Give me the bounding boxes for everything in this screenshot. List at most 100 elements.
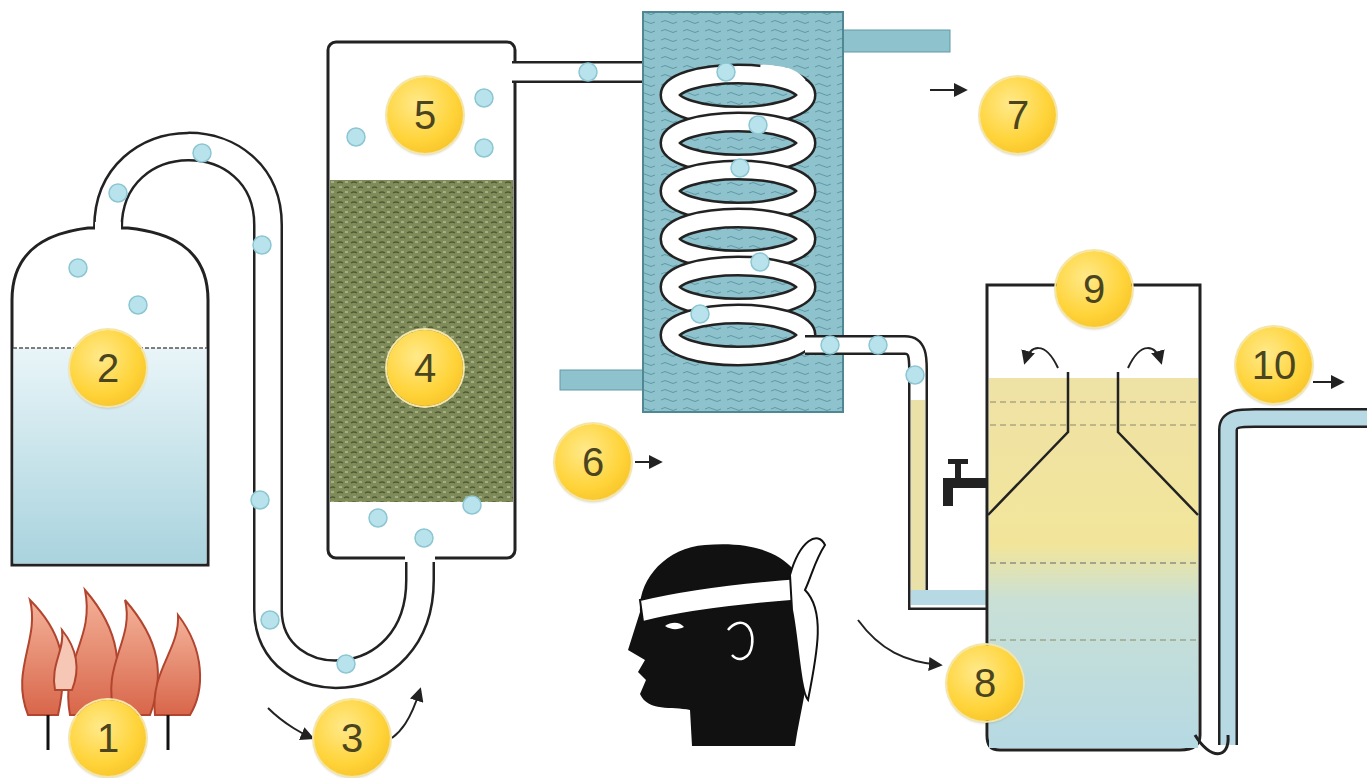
illustration-part	[635, 461, 660, 463]
vapour-bubble	[69, 259, 87, 277]
illustration-part	[111, 600, 158, 715]
illustration-part	[47, 715, 50, 750]
illustration-part	[640, 578, 803, 622]
overflow-arrows	[1025, 348, 1161, 368]
flames	[22, 590, 200, 715]
illustration-part	[154, 615, 200, 715]
flow-arrows	[268, 90, 1342, 738]
callout-text: 3	[341, 718, 363, 758]
moor-head	[628, 538, 825, 746]
callout-number: 4	[387, 330, 463, 406]
hydrolat-pipe-inner	[1228, 418, 1367, 745]
illustration-part	[1128, 348, 1161, 368]
callout-text: 7	[1007, 95, 1029, 135]
vapour-bubble	[731, 159, 749, 177]
illustration-part	[665, 623, 684, 629]
separator-bend	[1195, 735, 1228, 754]
vapour-bubble	[369, 509, 387, 527]
illustration-part	[858, 620, 940, 665]
callout-text: 1	[97, 718, 119, 758]
callout-number: 8	[947, 645, 1023, 721]
vapour-bubble	[475, 89, 493, 107]
coil-turn-inner	[670, 314, 806, 356]
coil-turn	[670, 314, 806, 356]
vapour-bubble	[579, 63, 597, 81]
callout-text: 8	[974, 663, 996, 703]
vapour-bubble	[193, 144, 211, 162]
distillate-pipe-inner	[805, 345, 992, 600]
callout-number: 6	[555, 424, 631, 500]
column-packing	[330, 180, 513, 502]
coil-turn-inner	[670, 122, 806, 164]
callout-text: 2	[97, 348, 119, 388]
tap	[943, 459, 987, 506]
illustration-part	[1025, 348, 1058, 368]
illustration-part	[990, 425, 1196, 426]
distillate-water	[911, 590, 991, 605]
boiler	[12, 228, 208, 565]
coil-turn	[670, 218, 806, 260]
vapour-bubble	[129, 296, 147, 314]
vapour-bubbles	[69, 63, 924, 673]
vapour-bubble	[821, 336, 839, 354]
vapour-bubble	[261, 611, 279, 629]
distillate-pipe	[805, 345, 990, 600]
callout-number: 1	[70, 700, 146, 776]
illustration-part	[955, 462, 961, 480]
vapour-bubble	[463, 496, 481, 514]
callout-number: 7	[980, 77, 1056, 153]
illustration-part	[990, 563, 1196, 564]
callout-number: 9	[1056, 251, 1132, 327]
column	[328, 42, 515, 558]
callout-number: 10	[1236, 327, 1312, 403]
callout-text: 4	[414, 348, 436, 388]
callout-text: 10	[1252, 345, 1297, 385]
boiler-water	[14, 348, 207, 564]
vapour-pipe-top-inner	[510, 64, 760, 81]
vapour-bubble	[109, 184, 127, 202]
illustration-part	[1313, 381, 1342, 383]
vapour-bubble	[251, 491, 269, 509]
separator-funnel	[988, 372, 1198, 515]
illustration-part	[54, 630, 77, 690]
illustration-part	[268, 708, 312, 738]
vapour-bubble	[475, 139, 493, 157]
illustration-part	[990, 402, 1196, 403]
illustration-part	[930, 89, 965, 91]
column-inlet	[405, 554, 435, 562]
vapour-bubble	[337, 655, 355, 673]
coil-entry	[760, 72, 800, 85]
illustration-part	[943, 478, 953, 506]
callout-number: 5	[387, 77, 463, 153]
callout-text: 5	[414, 95, 436, 135]
illustration-part	[167, 715, 170, 750]
vapour-bubble	[415, 529, 433, 547]
separator-layers	[990, 402, 1196, 640]
vapour-bubble	[717, 63, 735, 81]
condenser-coil	[670, 72, 815, 356]
vapour-bubble	[869, 336, 887, 354]
hydrolat-pipe	[1228, 418, 1367, 745]
distillate-fill	[911, 400, 925, 605]
illustration-part	[68, 590, 117, 715]
coil-turn	[670, 266, 806, 308]
illustration-part	[728, 623, 752, 659]
vapour-bubble	[751, 253, 769, 271]
water-inlet	[560, 370, 650, 390]
coil-turn-inner	[670, 266, 806, 308]
callout-text: 6	[582, 442, 604, 482]
vapour-bubble	[749, 116, 767, 134]
illustration-part	[948, 459, 968, 464]
water-outlet	[838, 30, 950, 52]
callout-number: 3	[314, 700, 390, 776]
illustration-part	[22, 600, 63, 715]
boiler-neck	[95, 222, 121, 232]
vapour-bubble	[691, 305, 709, 323]
vapour-bubble	[906, 366, 924, 384]
callout-number: 2	[70, 330, 146, 406]
callout-text: 9	[1083, 269, 1105, 309]
illustration-part	[392, 690, 420, 738]
illustration-part	[790, 538, 825, 700]
